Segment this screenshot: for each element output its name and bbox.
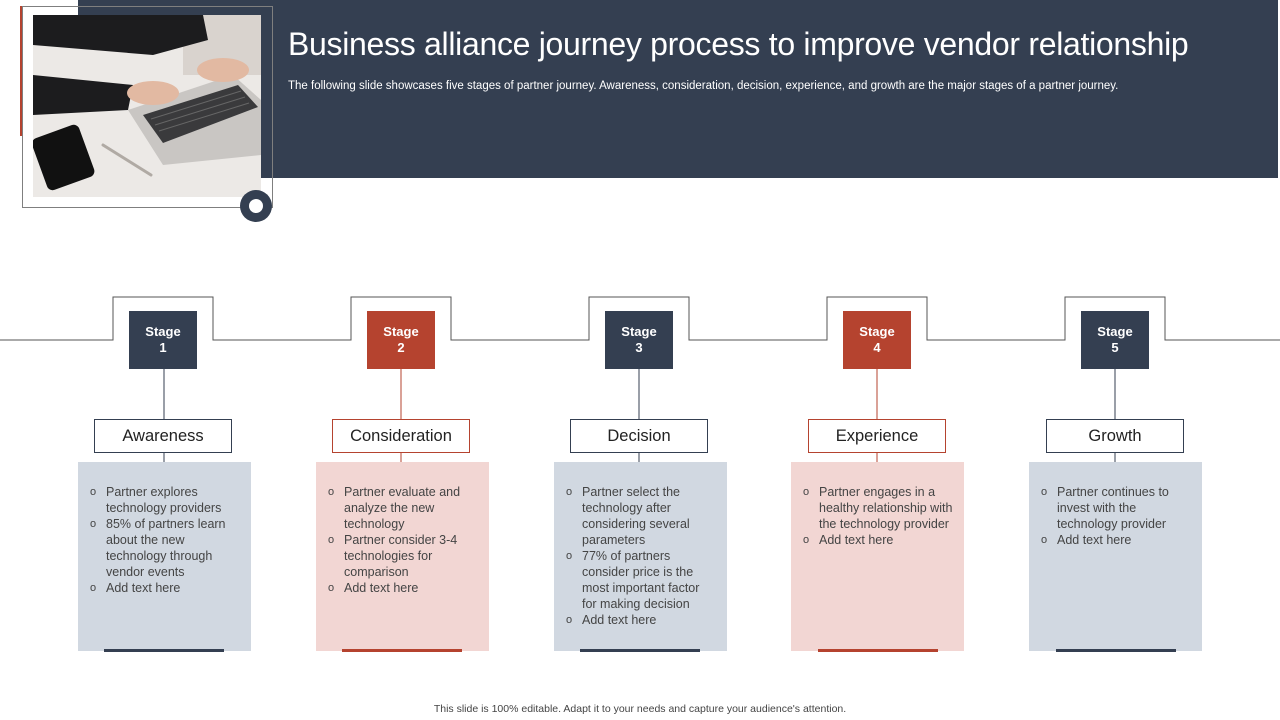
stage-word: Stage: [621, 324, 657, 339]
stage-number: 2: [397, 340, 405, 355]
list-item: Add text here: [566, 612, 717, 628]
list-item: Add text here: [328, 580, 479, 596]
page-subtitle: The following slide showcases five stage…: [288, 80, 1119, 92]
stage-word: Stage: [145, 324, 181, 339]
stage-number: 4: [873, 340, 881, 355]
stage-2-card-bar: [342, 649, 462, 652]
list-item: 77% of partners consider price is the mo…: [566, 548, 717, 612]
stage-2-card: Partner evaluate and analyze the new tec…: [316, 462, 489, 651]
photo-frame: [22, 6, 273, 208]
stage-5-label: Growth: [1046, 419, 1184, 453]
stage-3-box: Stage 3: [605, 311, 673, 369]
stage-word: Stage: [383, 324, 419, 339]
stage-number: 1: [159, 340, 167, 355]
stage-4-label: Experience: [808, 419, 946, 453]
stage-3-label: Decision: [570, 419, 708, 453]
stage-4-card-bar: [818, 649, 938, 652]
stage-1-card-bar: [104, 649, 224, 652]
stage-2-box: Stage 2: [367, 311, 435, 369]
list-item: Partner engages in a healthy relationshi…: [803, 484, 954, 532]
stage-word: Stage: [1097, 324, 1133, 339]
list-item: Partner explores technology providers: [90, 484, 241, 516]
stage-2-label: Consideration: [332, 419, 470, 453]
footer-note: This slide is 100% editable. Adapt it to…: [433, 703, 847, 715]
stage-5-card-bar: [1056, 649, 1176, 652]
stage-5-box: Stage 5: [1081, 311, 1149, 369]
stage-3-card-bar: [580, 649, 700, 652]
accent-bar: [20, 6, 23, 136]
list-item: Partner evaluate and analyze the new tec…: [328, 484, 479, 532]
decorative-circle: [240, 190, 272, 222]
stage-word: Stage: [859, 324, 895, 339]
stage-5-card: Partner continues to invest with the tec…: [1029, 462, 1202, 651]
list-item: Add text here: [1041, 532, 1192, 548]
header-band: [78, 0, 1278, 178]
list-item: Partner select the technology after cons…: [566, 484, 717, 548]
list-item: Partner continues to invest with the tec…: [1041, 484, 1192, 532]
laptop-photo: [33, 15, 261, 197]
stage-1-label: Awareness: [94, 419, 232, 453]
list-item: Add text here: [90, 580, 241, 596]
list-item: Partner consider 3-4 technologies for co…: [328, 532, 479, 580]
page-title: Business alliance journey process to imp…: [288, 26, 1189, 62]
list-item: 85% of partners learn about the new tech…: [90, 516, 241, 580]
stage-1-box: Stage 1: [129, 311, 197, 369]
stage-number: 5: [1111, 340, 1119, 355]
stage-number: 3: [635, 340, 643, 355]
stage-1-card: Partner explores technology providers 85…: [78, 462, 251, 651]
stage-4-card: Partner engages in a healthy relationshi…: [791, 462, 964, 651]
stage-3-card: Partner select the technology after cons…: [554, 462, 727, 651]
list-item: Add text here: [803, 532, 954, 548]
stage-4-box: Stage 4: [843, 311, 911, 369]
